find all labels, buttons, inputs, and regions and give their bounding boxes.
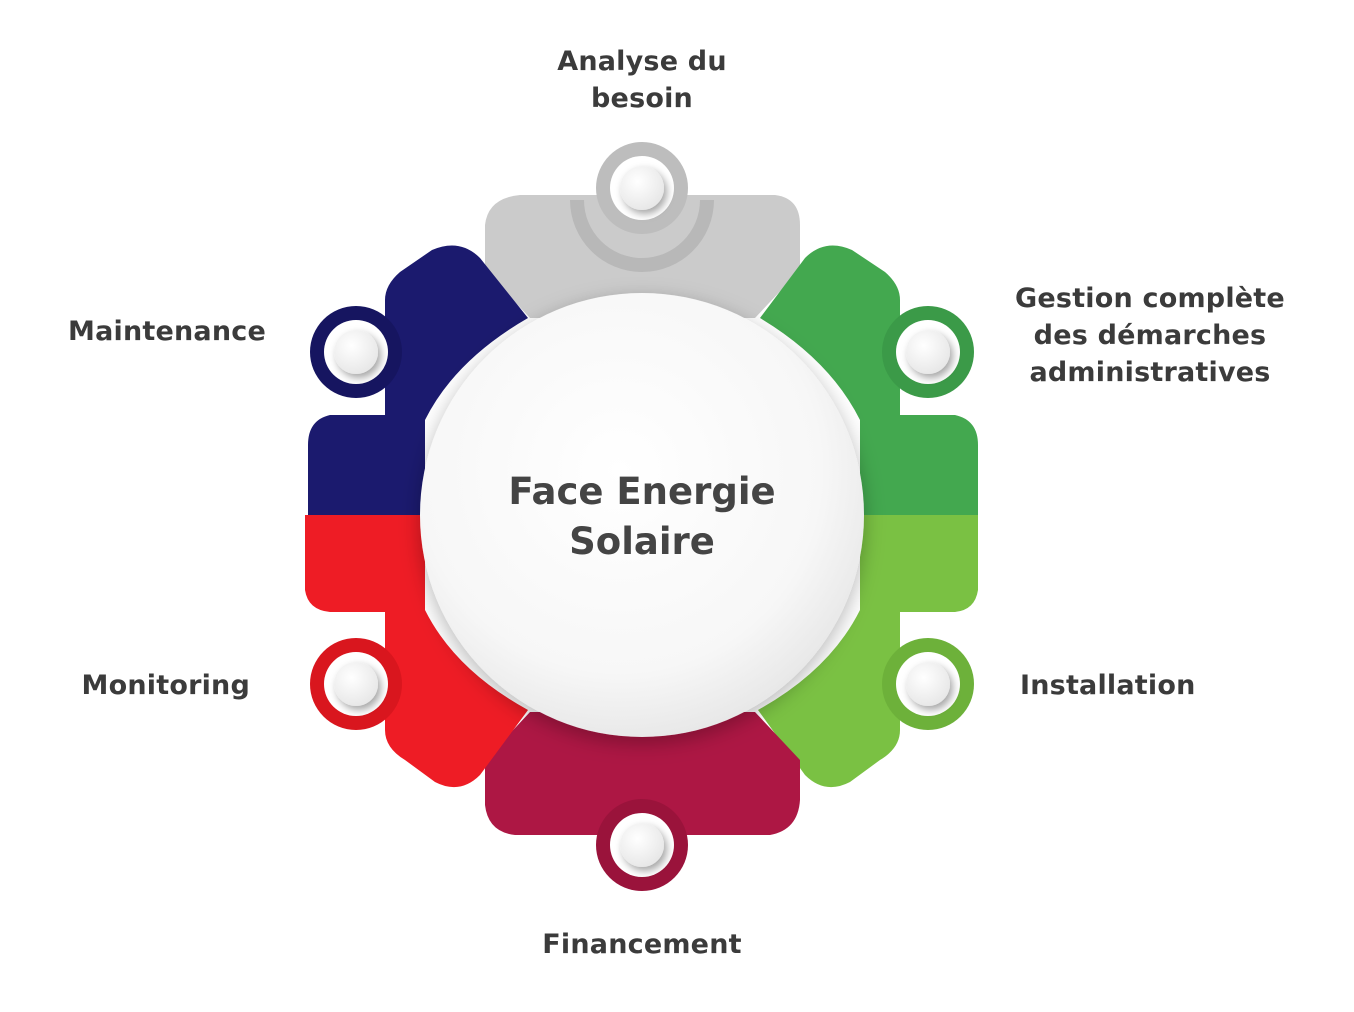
segment-maintenance [308,245,528,515]
label-gestion-line-1: Gestion complète [1015,283,1285,314]
segment-financement-body [485,712,800,835]
segment-analyse-body [485,195,800,318]
center-circle [420,293,864,737]
label-monitoring: Monitoring [82,670,250,701]
segment-gestion [760,245,978,515]
segment-monitoring [305,515,528,788]
segment-installation [758,515,978,788]
center-title-line-2: Solaire [569,520,715,563]
segment-analyse-dot [620,166,664,210]
label-maintenance: Maintenance [68,316,266,347]
segment-maintenance-dot [334,330,378,374]
label-gestion-line-3: administratives [1029,357,1270,388]
segment-financement-dot [620,823,664,867]
segment-financement [485,712,800,891]
label-financement: Financement [542,929,741,960]
segment-installation-dot [906,662,950,706]
center-title-line-1: Face Energie [508,470,775,513]
segment-maintenance-body [308,245,528,515]
label-gestion-line-2: des démarches [1034,320,1267,351]
segment-monitoring-dot [334,662,378,706]
segment-gestion-body [760,245,978,515]
label-analyse-line-1: Analyse du [557,46,727,77]
segment-installation-body [758,515,978,788]
segment-gestion-dot [906,330,950,374]
label-installation: Installation [1020,670,1196,701]
label-analyse-line-2: besoin [591,83,693,114]
segment-monitoring-body [305,515,528,788]
segment-analyse-notch [570,200,714,272]
segment-analyse [485,142,800,318]
